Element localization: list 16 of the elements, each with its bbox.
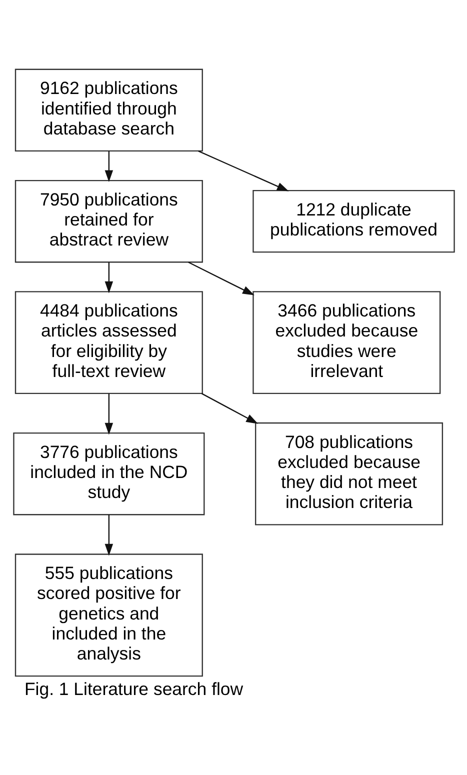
arrow	[198, 150, 288, 192]
arrow	[104, 262, 113, 294]
node-box: 9162 publications identified through database search	[14, 68, 202, 152]
node-box: 3466 publications excluded because studies were irrelevant	[252, 291, 440, 394]
arrow	[200, 393, 258, 424]
arrow	[104, 151, 113, 182]
node-box: 3776 publications included in the NCD study	[12, 432, 204, 516]
node-box: 7950 publications retained for abstract review	[14, 180, 202, 263]
arrow	[188, 262, 254, 296]
arrow	[104, 514, 113, 556]
node-box: 1212 duplicate publications removed	[252, 190, 454, 253]
node-box: 555 publications scored positive for genetics and included in the analysis	[14, 554, 202, 677]
arrow	[104, 394, 113, 435]
caption: Fig. 1 Literature search flow	[24, 678, 243, 699]
node-box: 4484 publications articles assessed for eligibility by full-text review	[14, 291, 202, 394]
node-box: 708 publications excluded because they did not meet inclusion criteria	[254, 422, 443, 526]
